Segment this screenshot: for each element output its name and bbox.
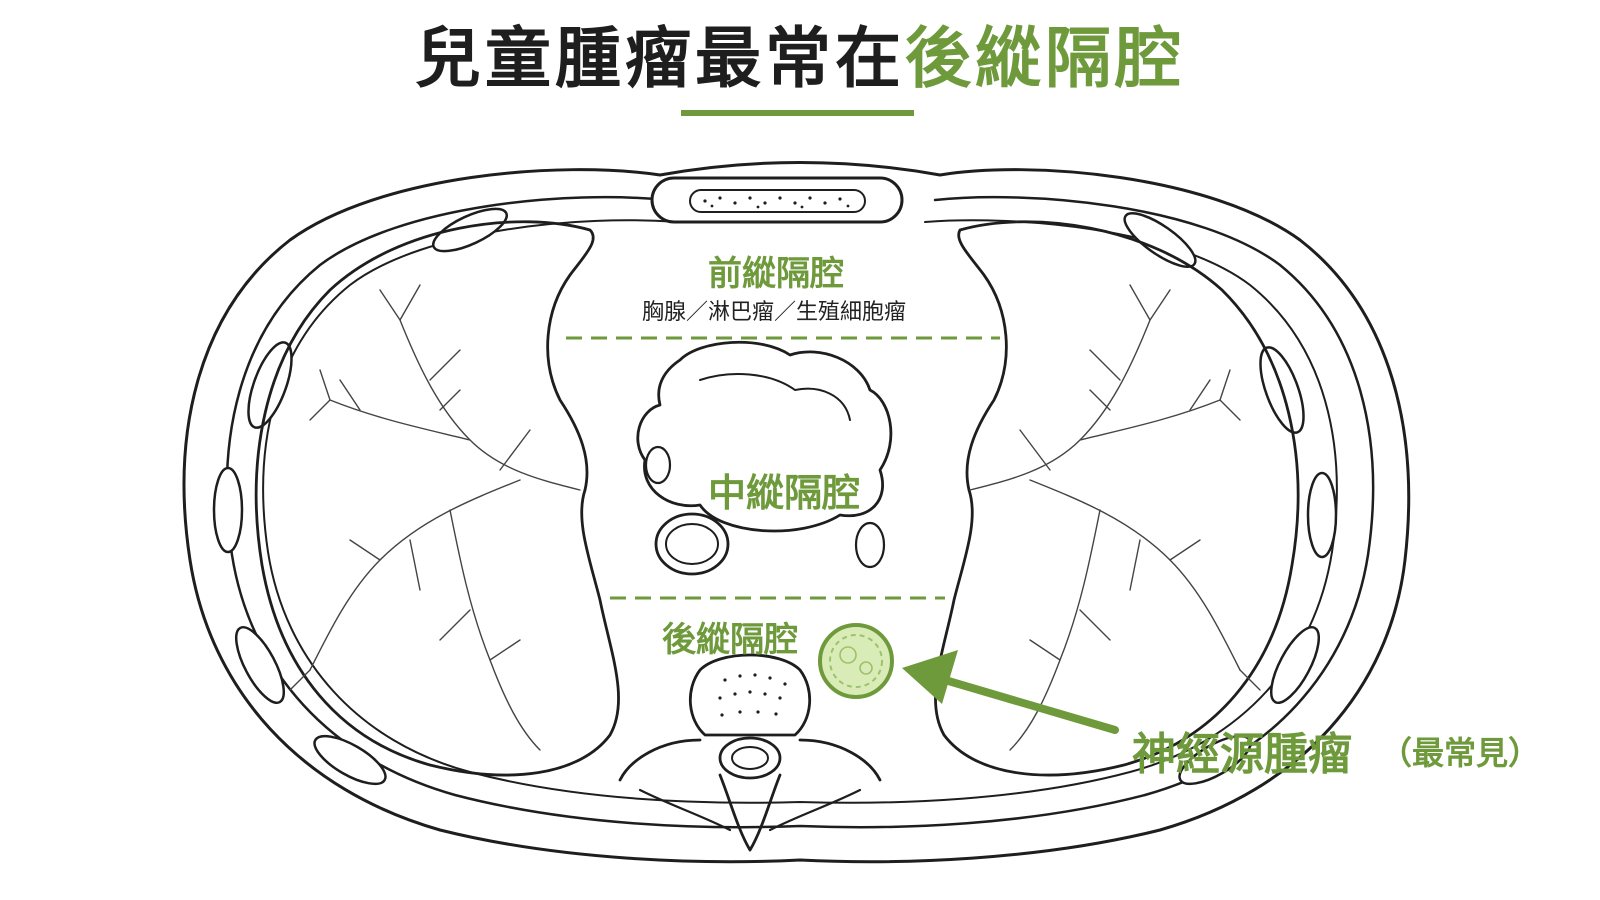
title-underline — [681, 110, 914, 116]
vertebra-arch — [618, 738, 882, 852]
rib — [1306, 471, 1338, 559]
rib — [432, 207, 508, 253]
vertebra-marrow — [718, 673, 787, 717]
rib — [1178, 734, 1252, 786]
tumor-arrow — [902, 650, 1119, 734]
right-lung — [934, 220, 1300, 777]
spinal-cord — [731, 746, 769, 770]
anterior-contents-label: 胸腺／淋巴瘤／生殖細胞瘤 — [642, 300, 907, 325]
sternum-marrow — [703, 196, 850, 209]
heart — [636, 340, 893, 533]
posterior-mediastinum-label: 後縱隔腔 — [662, 620, 798, 660]
great-vessel-aorta-inner — [665, 523, 719, 565]
anterior-mediastinum-label: 前縱隔腔 — [708, 254, 844, 294]
spinal-canal — [718, 736, 782, 780]
right-bronchial-tree — [969, 284, 1261, 751]
rib — [313, 734, 387, 786]
erector-muscle — [638, 788, 862, 832]
chest-wall-inner — [225, 195, 1375, 829]
vertebra-body — [688, 653, 812, 737]
rib — [1123, 212, 1197, 268]
pulmonary-vessel — [644, 445, 672, 485]
pulmonary-vessel — [854, 521, 886, 569]
rib — [234, 626, 286, 704]
pleura-line — [262, 219, 1338, 804]
rib — [247, 341, 293, 429]
left-bronchial-tree — [289, 284, 581, 751]
sternum-inner — [689, 189, 866, 213]
page-title: 兒童腫瘤最常在後縱隔腔 — [0, 14, 1600, 104]
heart-chamber — [699, 373, 851, 421]
body-outline — [182, 161, 1411, 864]
tumor-marker — [818, 623, 894, 699]
left-lung — [254, 220, 620, 777]
title-highlight: 後縱隔腔 — [905, 20, 1185, 97]
tumor-note-label: （最常見） — [1380, 734, 1541, 772]
title-main: 兒童腫瘤最常在 — [415, 20, 905, 97]
rib — [1269, 626, 1321, 704]
neurogenic-tumor-label: 神經源腫瘤 — [1132, 729, 1352, 780]
middle-mediastinum-label: 中縱隔腔 — [708, 471, 861, 515]
rib — [212, 466, 244, 554]
